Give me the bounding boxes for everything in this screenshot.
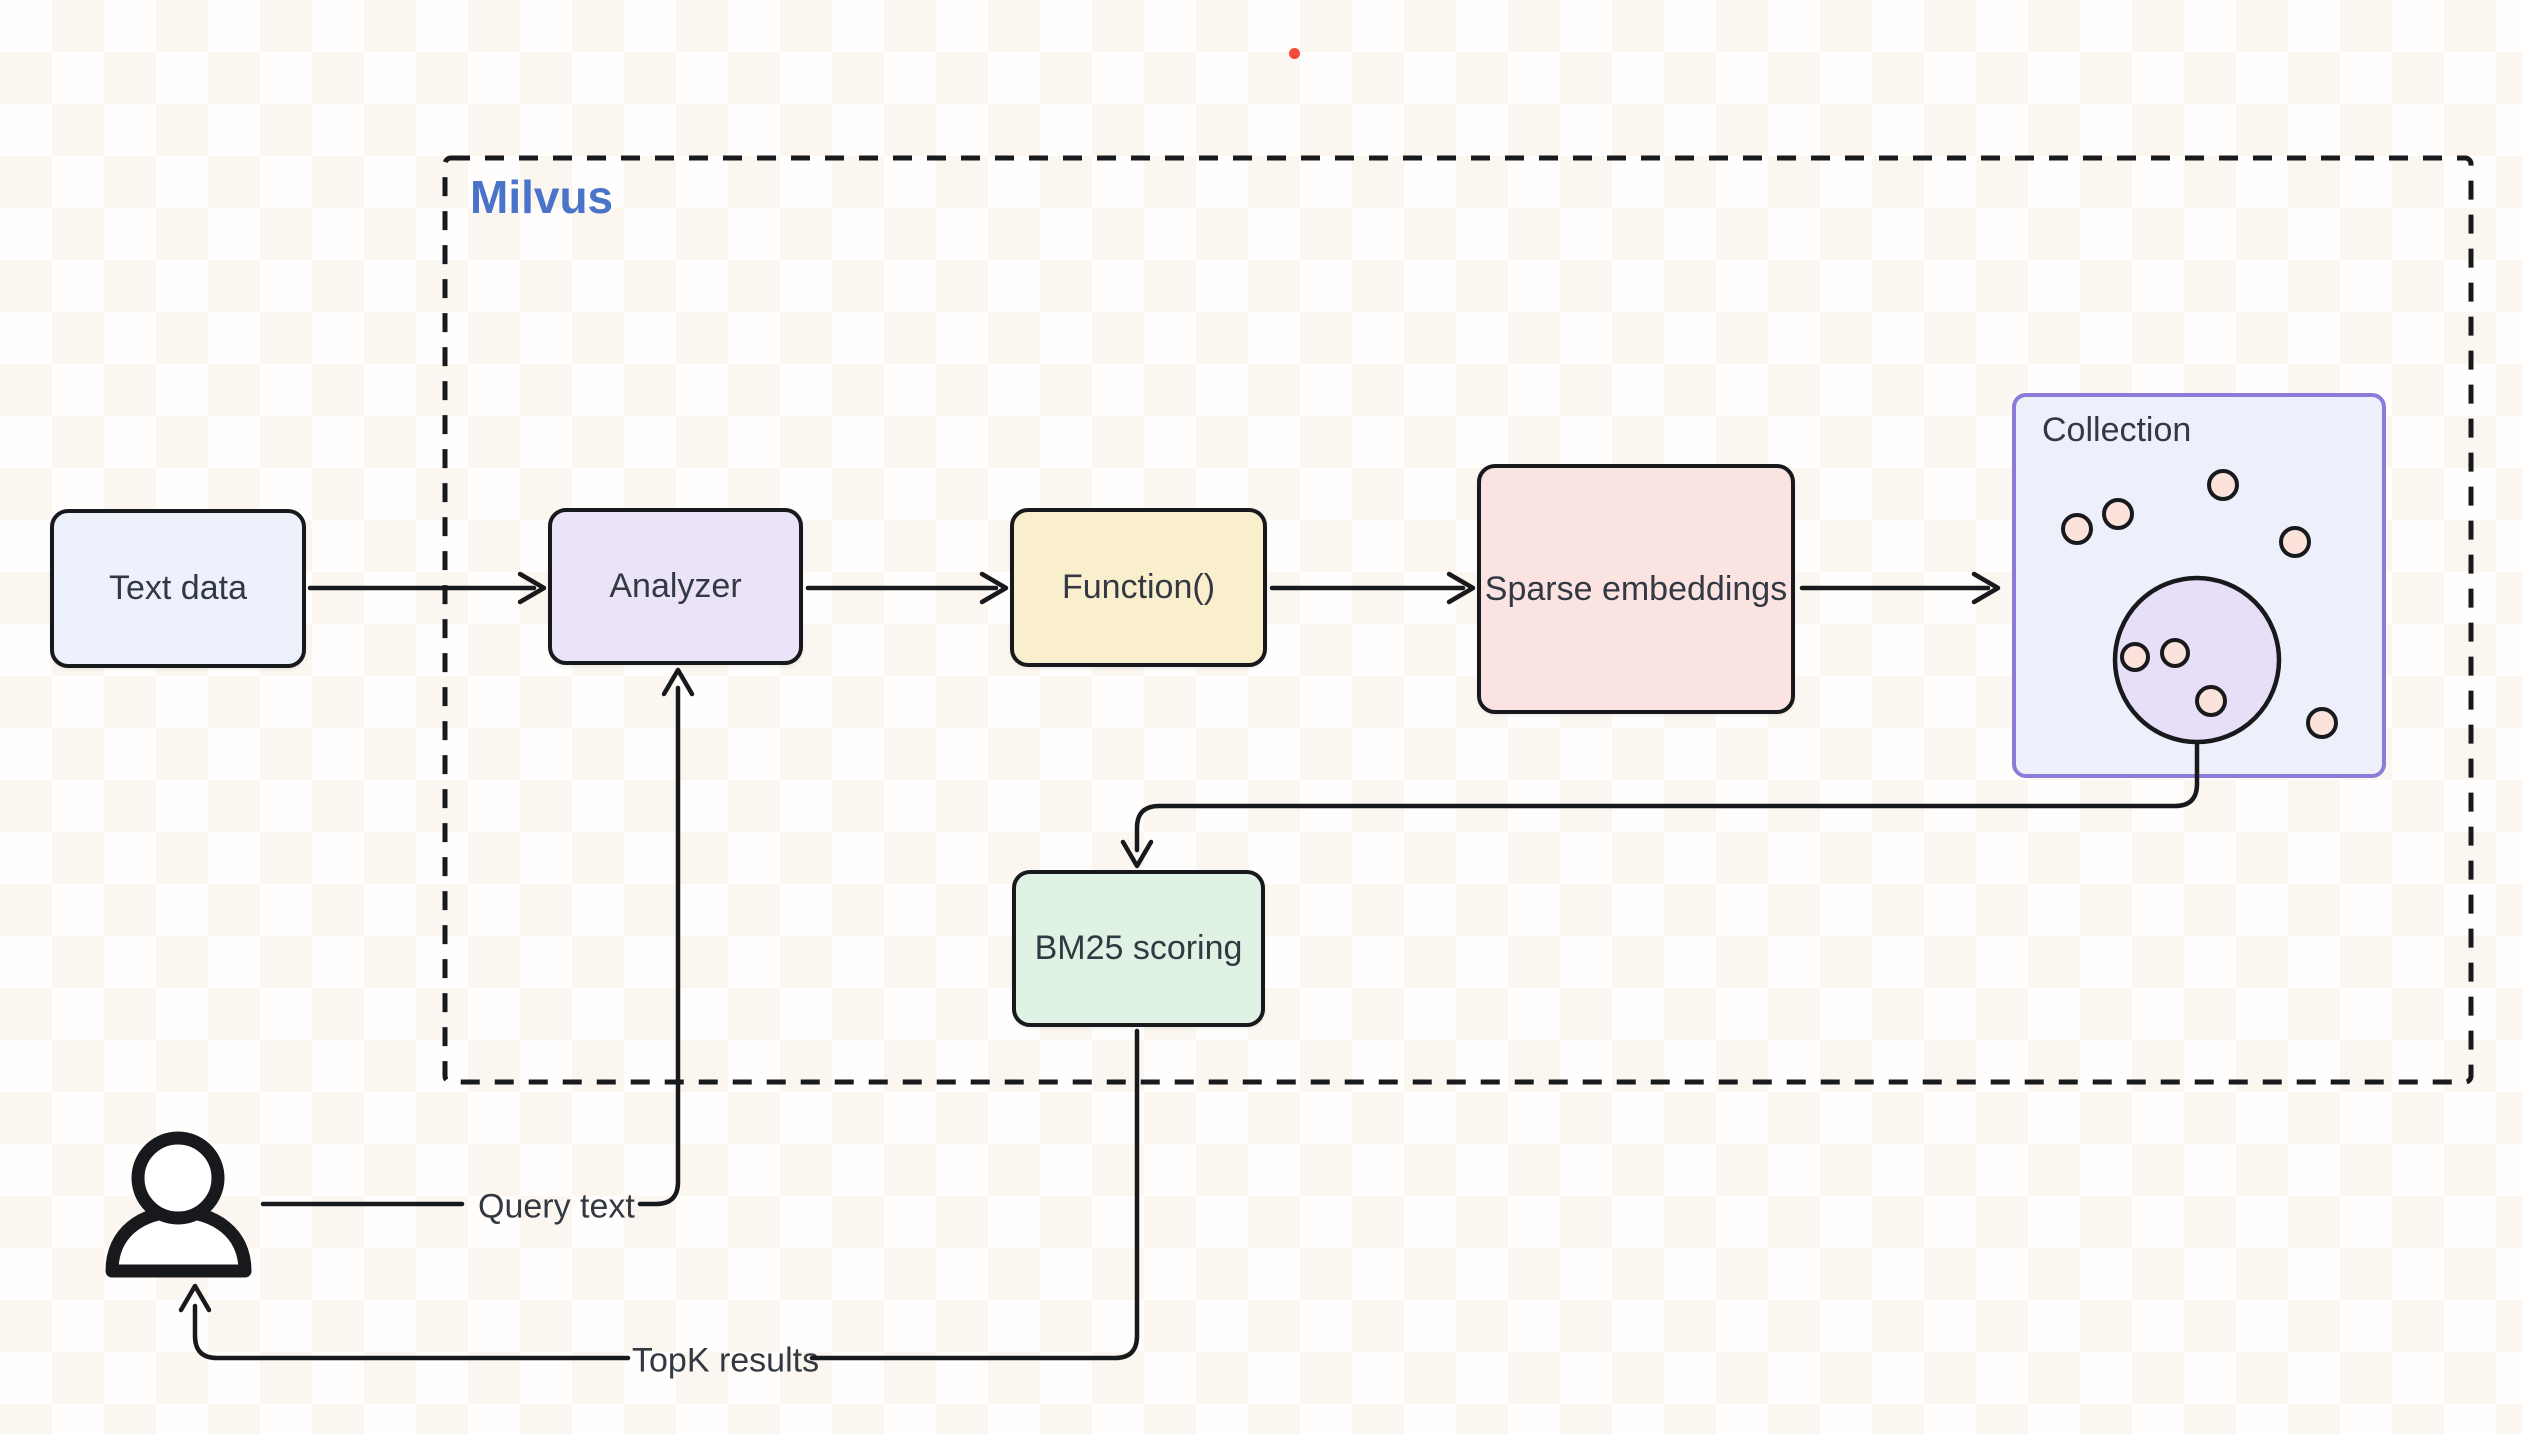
arrow-function-to-sparse [1269,571,1476,605]
node-function-label: Function() [1061,568,1216,606]
node-text-data: Text data [50,509,306,668]
arrow-sparse-to-collection [1799,571,2001,605]
node-analyzer-label: Analyzer [609,567,742,605]
node-collection-label: Collection [2042,411,2192,449]
node-collection: Collection [2012,393,2386,778]
node-analyzer: Analyzer [548,508,803,665]
node-bm25-scoring-label: BM25 scoring [1034,929,1243,967]
edge-label-topk-results: TopK results [632,1341,820,1380]
red-marker-dot [1289,48,1300,59]
milvus-container-title: Milvus [470,171,614,223]
person-icon [105,1131,252,1278]
arrow-textdata-to-analyzer [307,571,547,605]
node-sparse-embeddings-label: Sparse embeddings [1484,569,1788,608]
arrow-bm25-to-topk-to-user [178,1028,1140,1361]
edge-label-query-text: Query text [478,1187,635,1226]
node-sparse-embeddings: Sparse embeddings [1477,464,1795,714]
arrow-query-text-to-analyzer [260,667,695,1207]
node-bm25-scoring: BM25 scoring [1012,870,1265,1027]
node-text-data-label: Text data [109,569,247,607]
arrow-analyzer-to-function [805,571,1009,605]
node-function: Function() [1010,508,1267,667]
